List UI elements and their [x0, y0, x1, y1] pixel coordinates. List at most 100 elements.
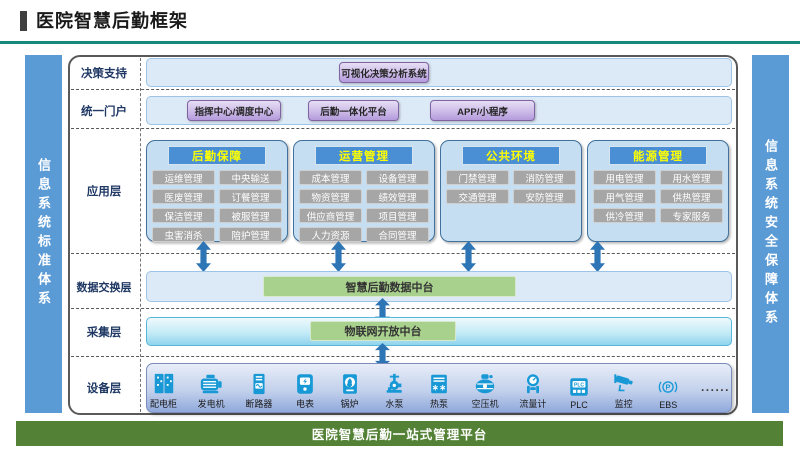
- left-bar-label: 信息系统标准体系: [36, 158, 51, 310]
- app-group-logistics-support: 后勤保障 运维管理 中央输送 医废管理 订餐管理 保洁管理 被服管理 虫害消杀 …: [146, 140, 288, 242]
- app-group-energy-management: 能源管理 用电管理 用水管理 用气管理 供热管理 供冷管理 专家服务: [587, 140, 729, 242]
- title-accent-bar: [20, 11, 27, 31]
- device-label: 热泵: [429, 399, 448, 409]
- app-item: 供冷管理: [593, 208, 656, 223]
- app-group-title: 后勤保障: [168, 146, 266, 165]
- device-label: 空压机: [471, 399, 499, 409]
- device-label: 断路器: [245, 399, 273, 409]
- app-item: 医废管理: [152, 189, 215, 204]
- logistics-platform-block: 后勤一体化平台: [308, 100, 399, 121]
- app-miniprogram-block: APP/小程序: [430, 100, 535, 121]
- right-bar-label: 信息系统安全保障体系: [763, 139, 778, 329]
- right-security-system-bar: 信息系统安全保障体系: [752, 55, 789, 413]
- circuit-breaker-icon: [253, 373, 265, 395]
- app-item: 设备管理: [366, 170, 429, 185]
- app-item: 中央输送: [219, 170, 282, 185]
- device-item: 监控: [612, 372, 636, 410]
- layer-label-data-exchange: 数据交换层: [76, 281, 132, 294]
- bidirectional-arrow: [461, 241, 476, 272]
- app-item: 人力资源: [299, 227, 362, 242]
- svg-text:PLC: PLC: [574, 382, 584, 388]
- flow-meter-icon: [526, 374, 539, 394]
- app-item: 专家服务: [660, 208, 723, 223]
- layer-label-device: 设备层: [86, 383, 122, 395]
- dashed-separator: [71, 89, 735, 90]
- visual-decision-analysis-block: 可视化决策分析系统: [339, 62, 429, 83]
- device-label: 水泵: [385, 399, 404, 409]
- device-item: 流量计: [519, 372, 546, 410]
- app-item: 陪护管理: [219, 227, 282, 242]
- device-item: PLC PLC: [567, 375, 591, 410]
- app-item: 保洁管理: [152, 208, 215, 223]
- layer-label-application: 应用层: [86, 186, 122, 198]
- plc-icon: PLC: [570, 378, 588, 396]
- app-item: 绩效管理: [366, 189, 429, 204]
- app-item: 用水管理: [660, 170, 723, 185]
- app-item: 被服管理: [219, 208, 282, 223]
- layer-label-collection: 采集层: [86, 326, 122, 339]
- app-item: 用气管理: [593, 189, 656, 204]
- bidirectional-arrow: [590, 241, 605, 272]
- bidirectional-arrow: [196, 241, 211, 272]
- iot-open-platform-block: 物联网开放中台: [310, 321, 456, 341]
- boiler-icon: [342, 374, 357, 394]
- dashed-separator: [71, 128, 735, 129]
- command-center-block: 指挥中心/调度中心: [187, 100, 281, 121]
- app-item: 门禁管理: [446, 170, 509, 185]
- data-middle-platform-block: 智慧后勤数据中台: [263, 276, 516, 297]
- device-band: [146, 363, 732, 413]
- layer-label-portal: 统一门户: [81, 106, 127, 118]
- device-item: 空压机: [472, 372, 499, 410]
- device-label: PLC: [570, 400, 588, 410]
- device-item: 电表: [293, 372, 317, 410]
- app-group-title: 能源管理: [609, 146, 707, 165]
- app-item: 供应商管理: [299, 208, 362, 223]
- app-item: 交通管理: [446, 189, 509, 204]
- power-cabinet-icon: [154, 373, 173, 394]
- dashed-separator: [71, 253, 735, 254]
- svg-text:P: P: [666, 383, 671, 392]
- left-standard-system-bar: 信息系统标准体系: [25, 55, 62, 413]
- device-label: 电表: [296, 399, 315, 409]
- bidirectional-arrow: [375, 343, 390, 368]
- ebs-icon: P: [659, 381, 678, 393]
- label-column-separator: [140, 58, 141, 412]
- app-group-title: 运营管理: [315, 146, 413, 165]
- water-pump-icon: [386, 373, 403, 393]
- app-item: 合同管理: [366, 227, 429, 242]
- app-item: 用电管理: [593, 170, 656, 185]
- app-item: 订餐管理: [219, 189, 282, 204]
- app-item: 虫害消杀: [152, 227, 215, 242]
- electric-meter-icon: [297, 374, 313, 394]
- app-item: 运维管理: [152, 170, 215, 185]
- layer-label-decision: 决策支持: [81, 68, 127, 80]
- device-more-ellipsis: ......: [700, 380, 730, 394]
- device-label: 锅炉: [340, 399, 359, 409]
- app-item: 成本管理: [299, 170, 362, 185]
- app-item: 项目管理: [366, 208, 429, 223]
- app-item: 物资管理: [299, 189, 362, 204]
- dashed-separator: [71, 308, 735, 309]
- device-item: 锅炉: [338, 372, 362, 410]
- app-group-title: 公共环境: [462, 146, 560, 165]
- header-divider: [0, 41, 800, 44]
- device-label: 配电柜: [150, 399, 178, 409]
- app-item: 安防管理: [513, 189, 576, 204]
- device-item: 发电机: [198, 372, 225, 410]
- decision-band: [146, 58, 732, 87]
- device-item: 水泵: [382, 372, 406, 410]
- dashed-separator: [71, 356, 735, 357]
- bidirectional-arrow: [331, 241, 346, 272]
- cctv-icon: [613, 374, 633, 392]
- device-item: 断路器: [245, 372, 272, 410]
- device-label: 发电机: [197, 399, 225, 409]
- device-item: 配电柜: [150, 372, 177, 410]
- app-group-operation-management: 运营管理 成本管理 设备管理 物资管理 绩效管理 供应商管理 项目管理 人力资源…: [293, 140, 435, 242]
- device-row: 配电柜 发电机 断路器 电表 锅炉 水泵 热泵 空压机: [150, 366, 730, 410]
- device-label: 监控: [614, 399, 633, 409]
- device-item: 热泵: [427, 372, 451, 410]
- generator-icon: [201, 374, 222, 394]
- device-item: P EBS: [656, 375, 680, 410]
- app-item: 供热管理: [660, 189, 723, 204]
